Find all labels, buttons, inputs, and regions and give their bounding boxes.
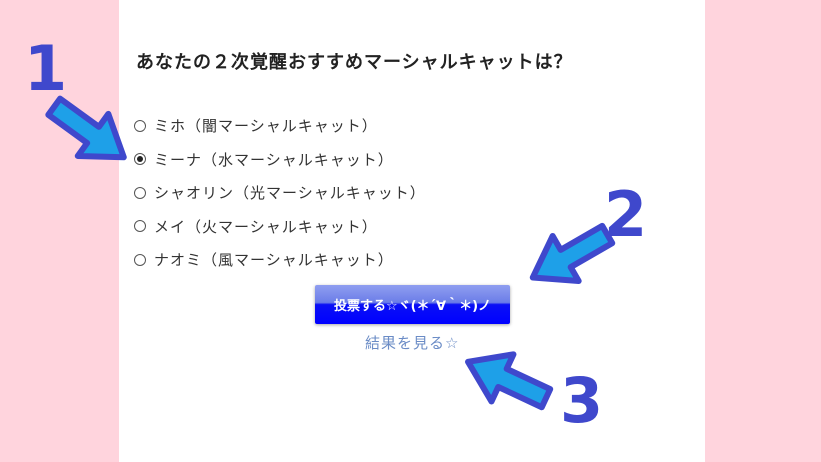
option-label: ミホ（闇マーシャルキャット）	[154, 117, 378, 136]
radio-button[interactable]	[134, 253, 146, 266]
annotation-number-1: 1	[24, 32, 68, 105]
radio-button[interactable]	[134, 119, 146, 132]
annotation-arrow-2-icon	[529, 222, 616, 285]
annotation-number-3: 3	[560, 364, 604, 437]
radio-button[interactable]	[134, 186, 146, 199]
vote-button[interactable]: 投票する☆ヾ(＊´∀｀＊)ノ	[315, 285, 510, 324]
poll-option-naomi[interactable]: ナオミ（風マーシャルキャット）	[134, 243, 426, 277]
poll-option-mei[interactable]: メイ（火マーシャルキャット）	[134, 210, 426, 244]
poll-option-mina[interactable]: ミーナ（水マーシャルキャット）	[134, 143, 426, 177]
poll-option-xiaolin[interactable]: シャオリン（光マーシャルキャット）	[134, 176, 426, 210]
option-label: ナオミ（風マーシャルキャット）	[154, 251, 394, 270]
poll-question: あなたの２次覚醒おすすめマーシャルキャットは？	[136, 52, 573, 73]
radio-button[interactable]	[134, 220, 146, 233]
arrow-shape	[465, 351, 554, 411]
poll-option-miho[interactable]: ミホ（闇マーシャルキャット）	[134, 109, 426, 143]
option-label: ミーナ（水マーシャルキャット）	[154, 150, 394, 169]
view-results-link[interactable]: 結果を見る☆	[365, 334, 460, 352]
annotation-number-2: 2	[604, 178, 648, 251]
option-label: シャオリン（光マーシャルキャット）	[154, 184, 426, 203]
annotation-arrow-3-icon	[465, 351, 554, 411]
annotation-arrow-1-icon	[45, 95, 127, 161]
arrow-shape	[529, 222, 616, 285]
poll-options: ミホ（闇マーシャルキャット） ミーナ（水マーシャルキャット） シャオリン（光マー…	[134, 109, 426, 277]
radio-button-selected[interactable]	[134, 153, 146, 166]
arrow-shape	[45, 95, 127, 161]
option-label: メイ（火マーシャルキャット）	[154, 217, 378, 236]
